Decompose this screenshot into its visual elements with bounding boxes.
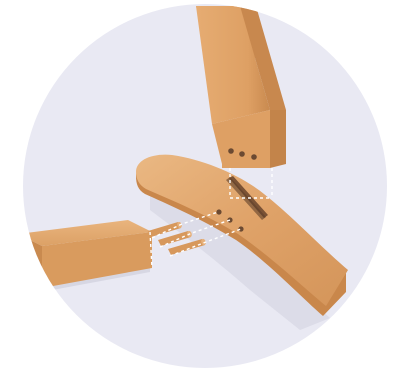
post-hole-3: [251, 154, 257, 160]
post-hole-1: [228, 148, 234, 154]
post-hole-2: [239, 151, 245, 157]
foot-hole-1: [216, 209, 221, 214]
